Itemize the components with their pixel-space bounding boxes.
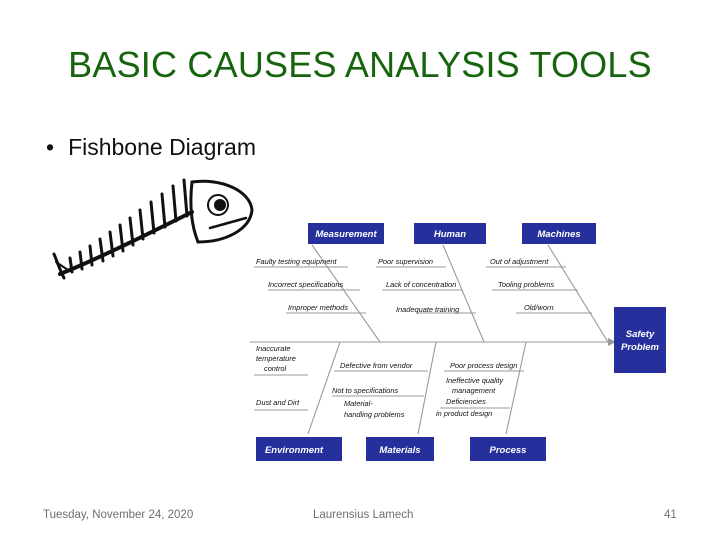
- cause-human-1: Poor supervision: [378, 257, 433, 266]
- cause-environment-1b: temperature: [256, 354, 296, 363]
- bullet-item: • Fishbone Diagram: [46, 134, 256, 161]
- category-machines: Machines: [522, 223, 596, 244]
- cause-environment-1a: Inaccurate: [256, 344, 291, 353]
- cause-materials-3a: Material-: [344, 399, 373, 408]
- category-environment: Environment: [256, 437, 342, 461]
- measurement-label: Measurement: [315, 229, 377, 240]
- category-process: Process: [470, 437, 546, 461]
- category-human: Human: [414, 223, 486, 244]
- cause-process-3a: Deficiencies: [446, 397, 486, 406]
- category-materials: Materials: [366, 437, 434, 461]
- cause-materials-3b: handling problems: [344, 410, 405, 419]
- materials-label: Materials: [379, 445, 420, 456]
- slide-title: BASIC CAUSES ANALYSIS TOOLS: [0, 44, 720, 86]
- fishbone-diagram: Measurement Human Machines Environment M…: [248, 214, 673, 466]
- cause-process-2b: management: [452, 386, 496, 395]
- category-measurement: Measurement: [308, 223, 384, 244]
- cause-materials-1: Defective from vendor: [340, 361, 413, 370]
- cause-measurement-2: Incorrect specifications: [268, 280, 343, 289]
- cause-machines-2: Tooling problems: [498, 280, 554, 289]
- cause-materials-2: Not to specifications: [332, 386, 398, 395]
- cause-process-2a: Ineffective quality: [446, 376, 504, 385]
- cause-process-1: Poor process design: [450, 361, 517, 370]
- bullet-text: Fishbone Diagram: [68, 134, 256, 160]
- cause-machines-1: Out of adjustment: [490, 257, 549, 266]
- process-label: Process: [490, 445, 527, 456]
- cause-measurement-1: Faulty testing equipment: [256, 257, 337, 266]
- environment-label: Environment: [265, 445, 324, 456]
- cause-human-2: Lack of concentration: [386, 280, 456, 289]
- footer-date: Tuesday, November 24, 2020: [43, 509, 193, 521]
- effect-safety-problem: Safety Problem: [614, 307, 666, 373]
- cause-measurement-3: Improper methods: [288, 303, 348, 312]
- cause-machines-3: Old/worn: [524, 303, 554, 312]
- human-label: Human: [434, 229, 466, 240]
- effect-label-line-2: Problem: [621, 342, 660, 353]
- fish-skeleton-icon: [50, 172, 255, 284]
- footer-author: Laurensius Lamech: [313, 509, 413, 521]
- page-number: 41: [664, 509, 677, 521]
- cause-environment-2: Dust and Dirt: [256, 398, 300, 407]
- cause-environment-1c: control: [264, 364, 287, 373]
- effect-box: [614, 307, 666, 373]
- cause-process-3b: in product design: [436, 409, 492, 418]
- machines-label: Machines: [537, 229, 580, 240]
- cause-human-3: Inadequate training: [396, 305, 460, 314]
- bullet-dot-icon: •: [46, 134, 54, 160]
- effect-label-line-1: Safety: [626, 329, 655, 340]
